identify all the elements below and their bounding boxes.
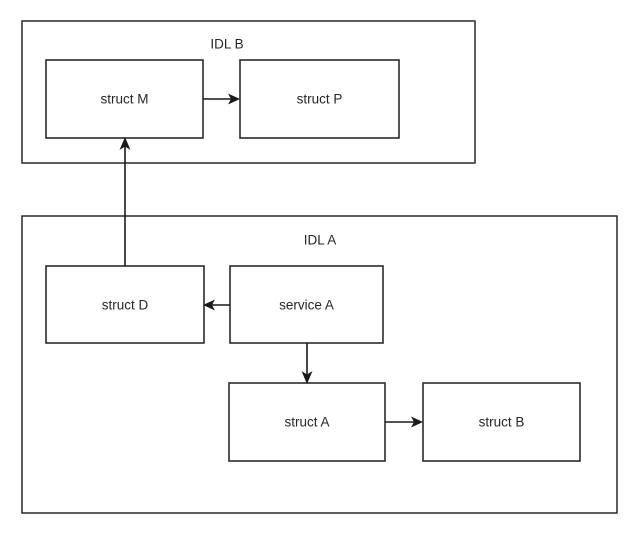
- edge-struct-a-to-struct-b: [385, 416, 423, 428]
- node-struct-m-label: struct M: [100, 92, 148, 107]
- node-struct-b-label: struct B: [479, 415, 525, 430]
- node-struct-p[interactable]: struct P: [239, 59, 400, 139]
- node-struct-a[interactable]: struct A: [228, 382, 386, 462]
- container-idl-a-label: IDL A: [304, 233, 337, 248]
- node-struct-m[interactable]: struct M: [45, 59, 204, 139]
- node-struct-m-rect[interactable]: [45, 59, 204, 139]
- node-struct-d-rect[interactable]: [45, 265, 205, 344]
- container-idl-a[interactable]: IDL A: [21, 215, 618, 514]
- arrow-head-up-struct-m: [119, 137, 131, 150]
- node-struct-a-label: struct A: [284, 415, 329, 430]
- node-service-a-label: service A: [279, 298, 334, 313]
- edge-struct-m-to-struct-p: [203, 93, 240, 105]
- arrow-head-down-struct-a: [301, 371, 313, 384]
- edge-struct-d-to-struct-m: [119, 137, 131, 266]
- node-service-a-rect[interactable]: [229, 265, 384, 344]
- edge-service-a-to-struct-a: [301, 343, 313, 384]
- arrow-head-right-struct-p: [228, 93, 240, 105]
- container-idl-b-label: IDL B: [210, 37, 243, 52]
- node-struct-d[interactable]: struct D: [45, 265, 205, 344]
- arrow-head-left-struct-d: [203, 299, 215, 311]
- node-struct-a-rect[interactable]: [228, 382, 386, 462]
- node-struct-b-rect[interactable]: [422, 382, 581, 462]
- node-struct-d-label: struct D: [102, 298, 149, 313]
- arrow-head-right-struct-b: [411, 416, 423, 428]
- node-struct-b[interactable]: struct B: [422, 382, 581, 462]
- node-service-a[interactable]: service A: [229, 265, 384, 344]
- container-idl-a-rect[interactable]: [21, 215, 618, 514]
- node-struct-p-label: struct P: [297, 92, 343, 107]
- edge-service-a-to-struct-d: [203, 299, 230, 311]
